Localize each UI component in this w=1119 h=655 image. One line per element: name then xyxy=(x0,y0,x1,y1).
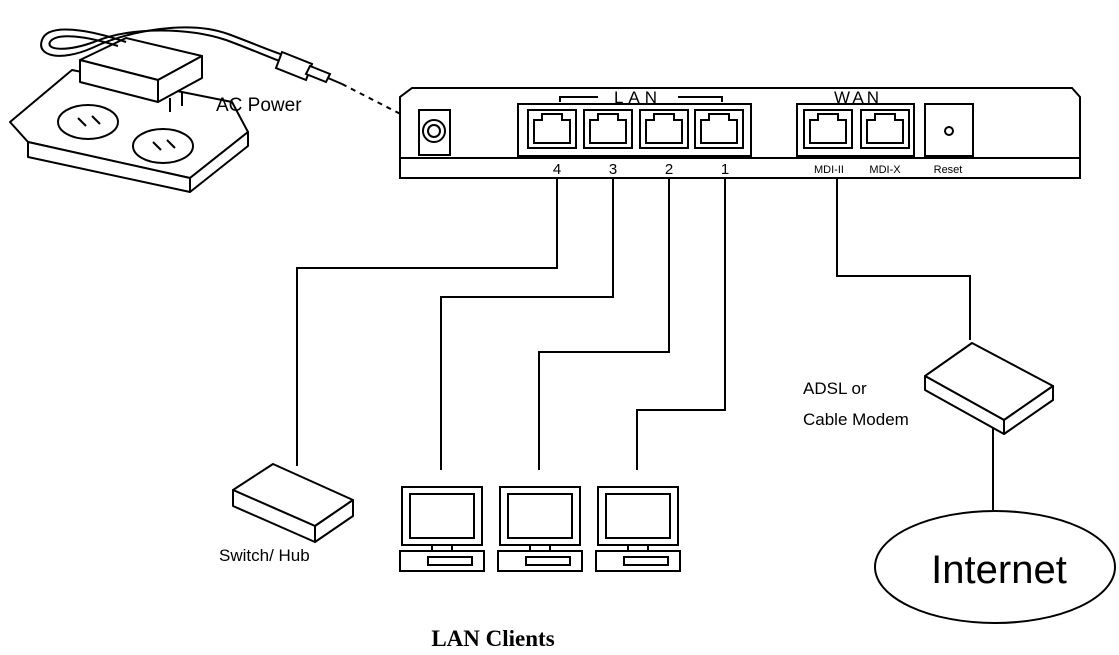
lan-port-2 xyxy=(639,109,689,149)
lan-port-block xyxy=(517,103,752,157)
wan-port-mdi-ii xyxy=(803,109,853,149)
reset-label: Reset xyxy=(934,164,963,176)
cable-port-1 xyxy=(636,178,726,470)
pc-client-2 xyxy=(497,486,583,572)
cable-port-2 xyxy=(538,178,670,470)
power-outlet xyxy=(9,69,249,193)
mdi-ii-label: MDI-II xyxy=(814,164,844,176)
cables xyxy=(296,178,994,512)
ac-power-label: AC Power xyxy=(216,95,302,116)
pc-client-3 xyxy=(595,486,681,572)
lan-port-1 xyxy=(694,109,744,149)
port-label-4: 4 xyxy=(553,161,561,178)
mdi-x-label: MDI-X xyxy=(869,164,901,176)
pc-client-1 xyxy=(399,486,485,572)
port-label-1: 1 xyxy=(721,161,729,178)
modem-device xyxy=(924,342,1054,435)
port-label-3: 3 xyxy=(609,161,617,178)
cable-port-4 xyxy=(296,178,558,466)
reset-button xyxy=(924,103,974,157)
lan-port-4 xyxy=(527,109,577,149)
switch-hub-device xyxy=(232,463,354,543)
internet-label: Internet xyxy=(931,548,1067,592)
lan-group-label: LAN xyxy=(614,88,662,107)
cable-wan xyxy=(836,178,971,340)
power-adapter xyxy=(79,37,203,112)
power-jack xyxy=(418,109,451,156)
diagram-caption: LAN Clients xyxy=(431,626,554,651)
switch-hub-label: Switch/ Hub xyxy=(219,546,310,565)
power-cable xyxy=(40,26,343,85)
modem-label-line1: ADSL or xyxy=(803,379,867,398)
lan-bracket xyxy=(559,96,723,102)
lan-port-3 xyxy=(583,109,633,149)
modem-label-line2: Cable Modem xyxy=(803,410,909,429)
wan-port-mdi-x xyxy=(860,109,910,149)
internet-ellipse xyxy=(874,510,1116,624)
port-label-2: 2 xyxy=(665,161,673,178)
cable-port-3 xyxy=(440,178,614,470)
wan-port-block xyxy=(796,103,915,157)
wan-group-label: WAN xyxy=(834,88,882,107)
